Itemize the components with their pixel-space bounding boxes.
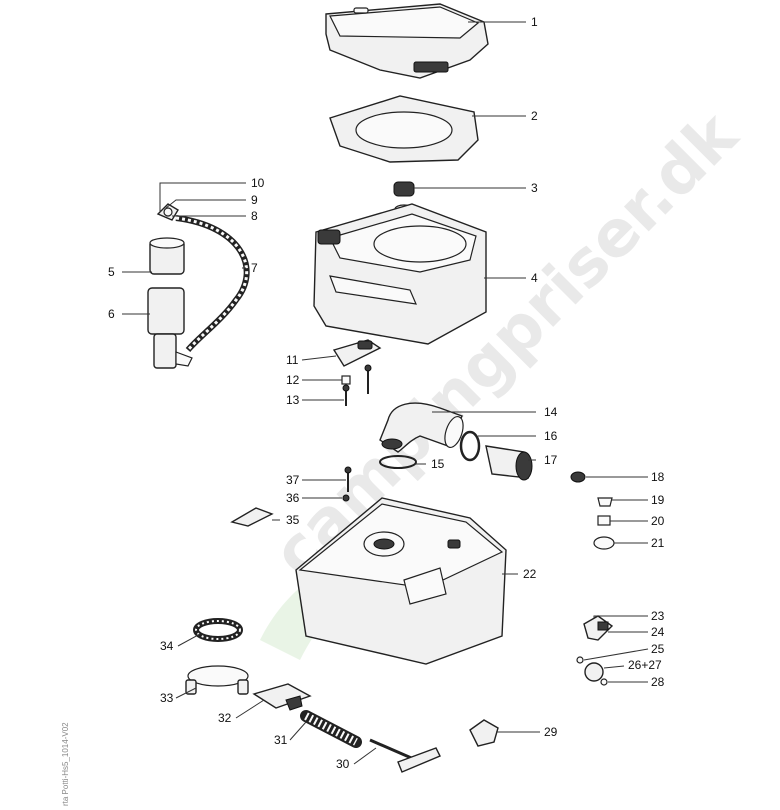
part-31-spring xyxy=(300,710,362,748)
label-part-36: 36 xyxy=(286,491,300,505)
label-part-23: 23 xyxy=(651,609,665,623)
label-part-13: 13 xyxy=(286,393,300,407)
part-4-upper-tank xyxy=(313,203,487,345)
label-part-25: 25 xyxy=(651,642,665,656)
label-part-4: 4 xyxy=(531,271,538,285)
label-part-31: 31 xyxy=(274,733,288,747)
label-part-30: 30 xyxy=(336,757,350,771)
label-part-14: 14 xyxy=(544,405,558,419)
label-part-8: 8 xyxy=(251,209,258,223)
label-part-34: 34 xyxy=(160,639,174,653)
label-part-2: 2 xyxy=(531,109,538,123)
part-33-lock-ring xyxy=(185,665,249,695)
part-17-coupling xyxy=(485,445,533,481)
part-12-13-screws xyxy=(341,364,372,406)
label-part-6: 6 xyxy=(108,307,115,321)
label-part-16: 16 xyxy=(544,429,558,443)
label-part-18: 18 xyxy=(651,470,665,484)
part-29-clip xyxy=(469,719,499,747)
label-part-5: 5 xyxy=(108,265,115,279)
label-part-17: 17 xyxy=(544,453,558,467)
label-part-7: 7 xyxy=(251,261,258,275)
label-part-10: 10 xyxy=(251,176,265,190)
part-7-hose xyxy=(175,215,250,352)
part-23-28-valve-parts xyxy=(576,615,614,686)
document-id: rta Potti-Hs5_1014-V02 xyxy=(61,722,70,806)
label-part-28: 28 xyxy=(651,675,665,689)
part-35-37-small-parts xyxy=(230,466,352,527)
part-11-valve-handle xyxy=(332,339,382,367)
part-18-21-small-parts xyxy=(570,471,615,550)
label-part-20: 20 xyxy=(651,514,665,528)
label-part-11: 11 xyxy=(286,353,299,367)
part-14-elbow-pipe xyxy=(379,402,464,453)
watermark-text: campingpriser.dk xyxy=(259,98,753,592)
label-part-29: 29 xyxy=(544,725,558,739)
label-part-19: 19 xyxy=(651,493,665,507)
part-16-ring xyxy=(459,430,481,462)
part-labels: 1 2 3 4 5 6 7 8 9 10 11 12 13 14 15 16 1… xyxy=(108,15,665,771)
label-part-12: 12 xyxy=(286,373,300,387)
label-part-9: 9 xyxy=(251,193,258,207)
label-part-15: 15 xyxy=(431,457,445,471)
label-part-26-27: 26+27 xyxy=(628,658,662,672)
part-22-holding-tank xyxy=(295,497,507,665)
label-part-33: 33 xyxy=(160,691,174,705)
part-8-10-nozzle xyxy=(156,203,179,221)
part-1-lid xyxy=(325,3,489,79)
part-32-flap xyxy=(252,683,312,711)
part-30-rod xyxy=(369,738,441,773)
part-5-pump-head xyxy=(149,237,185,275)
part-34-seal-ring xyxy=(193,618,243,642)
label-part-32: 32 xyxy=(218,711,232,725)
label-part-35: 35 xyxy=(286,513,300,527)
leader-lines xyxy=(122,21,649,765)
label-part-22: 22 xyxy=(523,567,537,581)
part-15-o-ring xyxy=(379,455,417,469)
label-part-1: 1 xyxy=(531,15,538,29)
label-part-24: 24 xyxy=(651,625,665,639)
part-2-seat xyxy=(329,95,479,163)
label-part-21: 21 xyxy=(651,536,665,550)
label-part-3: 3 xyxy=(531,181,538,195)
label-part-37: 37 xyxy=(286,473,300,487)
part-6-pump-body xyxy=(147,287,193,369)
